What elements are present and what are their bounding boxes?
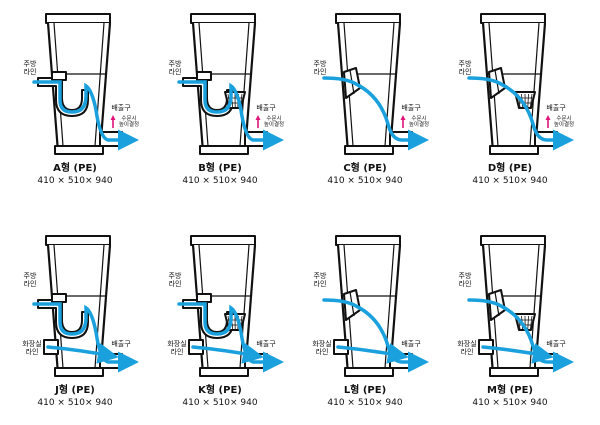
- trap-panel-4: [467, 13, 574, 155]
- panel-dimensions: 410 × 510× 940: [37, 176, 113, 186]
- tank-base: [344, 367, 394, 377]
- trap-panel-2: [177, 13, 284, 155]
- tank-lid: [45, 13, 111, 24]
- inlet-cap: [51, 293, 67, 303]
- panel-title: M형 (PE): [487, 385, 533, 396]
- panel-dimensions: 410 × 510× 940: [472, 398, 548, 408]
- kitchen-line-label: 주방 라인: [23, 272, 37, 288]
- toilet-flow-arrow: [191, 343, 264, 364]
- inlet-cap: [196, 71, 212, 81]
- basket-mesh: [530, 93, 533, 108]
- tank-lid: [45, 235, 111, 246]
- panel-title: A형 (PE): [53, 163, 97, 174]
- trap-panel-6: [177, 235, 284, 377]
- kitchen-flow-arrow: [32, 80, 139, 151]
- tank-lid: [480, 235, 546, 246]
- tank-base: [489, 367, 539, 377]
- tank-base: [344, 145, 394, 155]
- level-arrow-head: [255, 115, 261, 120]
- outlet-label: 배출구: [111, 340, 131, 348]
- tank-lid: [190, 235, 256, 246]
- outlet-label: 배출구: [546, 104, 566, 112]
- trap-panel-5: [32, 235, 139, 377]
- water-level-note: 수문시 높이결정: [118, 116, 140, 128]
- inner-wall-right: [239, 22, 250, 147]
- water-level-note: 수문시 높이결정: [553, 116, 575, 128]
- panel-dimensions: 410 × 510× 940: [327, 398, 403, 408]
- panel-dimensions: 410 × 510× 940: [182, 398, 258, 408]
- basket-mesh: [527, 93, 529, 108]
- panel-caption: A형 (PE) 410 × 510× 940: [5, 162, 145, 187]
- panel-caption: K형 (PE) 410 × 510× 940: [150, 384, 290, 409]
- level-arrow-head: [545, 115, 551, 120]
- outlet-label: 배출구: [401, 340, 421, 348]
- tank-lid: [335, 235, 401, 246]
- trap-panel-8: [467, 235, 574, 377]
- panel-dimensions: 410 × 510× 940: [182, 176, 258, 186]
- trap-panel-1: [32, 13, 139, 155]
- panel-title: B형 (PE): [198, 163, 242, 174]
- outlet-label: 배출구: [111, 104, 131, 112]
- kitchen-line-label: 주방 라인: [458, 60, 472, 76]
- toilet-line-label: 화장실 라인: [457, 340, 477, 356]
- level-arrow-head: [400, 115, 406, 120]
- kitchen-line-label: 주방 라인: [313, 272, 327, 288]
- kitchen-flow-arrow: [467, 76, 574, 151]
- trap-panel-7: [322, 235, 429, 377]
- tank-base: [489, 145, 539, 155]
- basket-mesh: [527, 315, 529, 330]
- kitchen-line-label: 주방 라인: [168, 272, 182, 288]
- panel-caption: L형 (PE) 410 × 510× 940: [295, 384, 435, 409]
- outlet-label: 배출구: [256, 104, 276, 112]
- tank-base: [54, 145, 104, 155]
- outlet-label: 배출구: [401, 104, 421, 112]
- kitchen-flow-arrow: [177, 80, 284, 151]
- panel-title: C형 (PE): [343, 163, 387, 174]
- kitchen-flow-arrow: [322, 76, 429, 151]
- kitchen-line-label: 주방 라인: [313, 60, 327, 76]
- inner-wall-right: [94, 22, 105, 147]
- kitchen-line-label: 주방 라인: [23, 60, 37, 76]
- tank-base: [199, 145, 249, 155]
- inlet-cap: [196, 293, 212, 303]
- tank-lid: [335, 13, 401, 24]
- water-level-note: 수문시 높이결정: [408, 116, 430, 128]
- panel-title: D형 (PE): [487, 163, 533, 174]
- panel-caption: J형 (PE) 410 × 510× 940: [5, 384, 145, 409]
- panel-title: L형 (PE): [343, 385, 387, 396]
- toilet-flow-arrow: [46, 343, 119, 364]
- toilet-flow-arrow: [336, 343, 409, 364]
- tank-lid: [480, 13, 546, 24]
- panel-caption: D형 (PE) 410 × 510× 940: [440, 162, 580, 187]
- toilet-line-label: 화장실 라인: [167, 340, 187, 356]
- inner-wall-right: [529, 22, 540, 147]
- panel-dimensions: 410 × 510× 940: [37, 398, 113, 408]
- kitchen-line-label: 주방 라인: [458, 272, 472, 288]
- panel-title: J형 (PE): [55, 385, 95, 396]
- water-level-note: 수문시 높이결정: [263, 116, 285, 128]
- inner-wall-right: [384, 22, 395, 147]
- panel-title: K형 (PE): [198, 385, 242, 396]
- panel-caption: C형 (PE) 410 × 510× 940: [295, 162, 435, 187]
- tank-base: [54, 367, 104, 377]
- level-arrow-head: [110, 115, 116, 120]
- panel-dimensions: 410 × 510× 940: [327, 176, 403, 186]
- outlet-label: 배출구: [256, 340, 276, 348]
- outlet-label: 배출구: [546, 340, 566, 348]
- basket-mesh: [530, 315, 533, 330]
- tank-lid: [190, 13, 256, 24]
- panel-caption: M형 (PE) 410 × 510× 940: [440, 384, 580, 409]
- inlet-cap: [51, 71, 67, 81]
- tank-base: [199, 367, 249, 377]
- panel-caption: B형 (PE) 410 × 510× 940: [150, 162, 290, 187]
- toilet-line-label: 화장실 라인: [312, 340, 332, 356]
- trap-panel-3: [322, 13, 429, 155]
- toilet-line-label: 화장실 라인: [22, 340, 42, 356]
- toilet-flow-arrow: [481, 343, 554, 364]
- panel-dimensions: 410 × 510× 940: [472, 176, 548, 186]
- kitchen-line-label: 주방 라인: [168, 60, 182, 76]
